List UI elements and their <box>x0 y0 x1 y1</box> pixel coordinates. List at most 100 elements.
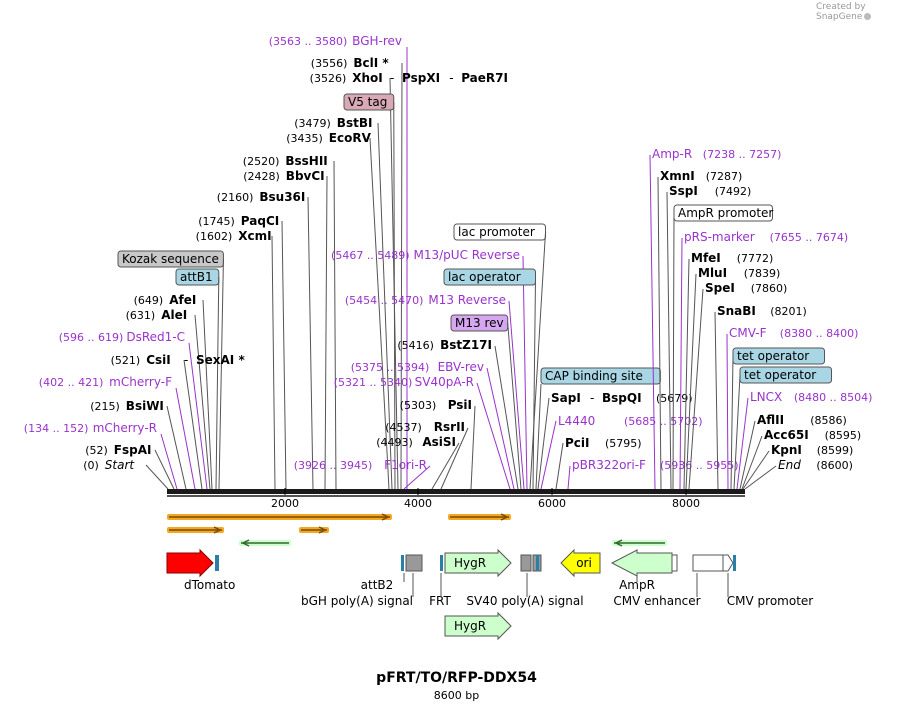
center-sapi-leader <box>537 397 550 490</box>
mid-m13-puc-reverse: M13/pUC Reverse <box>414 248 521 262</box>
ruler-label-6000: 6000 <box>538 497 566 510</box>
center-l4440-leader <box>540 420 557 490</box>
center-pbr322ori-f-pos: (5936 .. 5955) <box>660 459 739 472</box>
left-bstbi-pos: (3479) <box>294 117 331 130</box>
left-mcherry-r-pos: (134 .. 152) <box>24 422 89 435</box>
left-bstbi: BstBI <box>337 116 373 130</box>
right-acc65i-14: Acc65I <box>764 428 809 442</box>
right-tet-operator-10-leader <box>730 355 734 490</box>
mid-f1ori-r: F1ori-R <box>384 458 427 472</box>
left-mcherry-f-leader <box>175 387 196 490</box>
mid-ebv-rev-pos: (5375 .. 5394) <box>351 361 430 374</box>
right-sspi-2-pos: (7492) <box>715 185 752 198</box>
right-ampr-promoter-3-leader <box>672 212 675 490</box>
mid-m13-rev: M13 rev <box>455 316 504 330</box>
mid-lac-promoter: lac promoter <box>458 225 535 239</box>
dtomato-arrow <box>166 548 214 578</box>
mid-bstz17i-pos: (5416) <box>397 339 434 352</box>
left-csii-sep-0: - <box>184 353 188 367</box>
center-l4440: L4440 <box>558 414 595 428</box>
right-prs-marker-4-leader <box>679 237 683 490</box>
left-fspai-leader <box>154 449 175 490</box>
center-pbr322ori-f: pBR322ori-F <box>572 458 646 472</box>
right-end-16: End <box>778 458 801 472</box>
right-cmv-f-9: CMV-F <box>729 326 767 340</box>
sv40-mark <box>536 555 539 571</box>
mid-m13-puc-reverse-leader <box>522 255 528 490</box>
center-bspqi: BspQI <box>602 391 642 405</box>
mid-rsrii-leader <box>440 427 469 490</box>
feature-ori: ori <box>576 556 592 570</box>
left-bbvci-pos: (2428) <box>243 170 280 183</box>
center-pbr-leader <box>567 465 571 490</box>
orf-4-head <box>500 513 509 521</box>
left-bsshii-leader <box>333 160 337 490</box>
orf-1-head <box>381 513 390 521</box>
mid-asisi: AsiSI <box>422 435 456 449</box>
left-csii-leader <box>183 359 203 490</box>
mid-psii-pos: (5303) <box>400 399 437 412</box>
left-bsu36i-leader <box>307 196 314 490</box>
right-prs-marker-4: pRS-marker <box>684 230 755 244</box>
right-amp-r-0: Amp-R <box>652 147 692 161</box>
hygr-arrow-2 <box>444 611 512 641</box>
left-alei-pos: (631) <box>126 309 156 322</box>
attb1-mark <box>215 555 219 571</box>
left-ecorv-leader <box>369 137 390 490</box>
right-mlui-6-leader <box>685 273 697 490</box>
orf-green-2-head <box>614 539 623 547</box>
left-fspai: FspAI <box>114 443 152 457</box>
left-mcherry-r: mCherry-R <box>93 421 157 435</box>
left-xcmi: XcmI <box>238 229 271 243</box>
left-bsiwi: BsiWI <box>126 399 164 413</box>
right-spei-7-leader <box>688 288 704 490</box>
left-bgh-rev-pos: (3563 .. 3580) <box>269 35 348 48</box>
sv40-box-1 <box>520 554 532 572</box>
left-alei-leader <box>194 314 211 490</box>
left-ecorv: EcoRV <box>329 131 372 145</box>
orf-2-head <box>213 526 222 534</box>
left-paqci-pos: (1745) <box>198 215 235 228</box>
right-snabi-8: SnaBI <box>717 304 756 318</box>
right-mlui-6-pos: (7839) <box>744 267 781 280</box>
left-dsred1-c-pos: (596 .. 619) <box>59 331 124 344</box>
orf-3-head <box>318 526 327 534</box>
right-aflii-13: AflII <box>757 413 784 427</box>
left-start: Start <box>105 458 136 472</box>
right-amp-r-0-leader <box>649 154 656 490</box>
left-mcherry-r-leader <box>160 433 178 490</box>
left-csii: CsiI <box>146 353 171 367</box>
left-start-pos: (0) <box>83 459 99 472</box>
ruler-label-4000: 4000 <box>404 497 432 510</box>
right-kpni-15-leader <box>742 450 770 490</box>
left-start-leader <box>145 464 169 490</box>
feature-dtomato: dTomato <box>184 578 235 592</box>
left-kozak-sequence: Kozak sequence <box>122 252 219 266</box>
hygr-arrow-1 <box>444 548 512 578</box>
right-mlui-6: MluI <box>698 266 727 280</box>
bgh-box <box>405 554 423 572</box>
center-sapi-pos: (5679) <box>656 392 693 405</box>
right-spei-7: SpeI <box>705 281 735 295</box>
right-acc65i-14-pos: (8595) <box>825 429 862 442</box>
left-xcmi-pos: (1602) <box>196 230 233 243</box>
left-paqci: PaqCI <box>241 214 279 228</box>
center-pcii-leader <box>555 442 564 490</box>
center-cap-leader <box>535 383 542 490</box>
right-mfei-5-leader <box>683 258 690 490</box>
ampr-promoter <box>671 554 678 572</box>
mid-bstz17i: BstZ17I <box>440 338 492 352</box>
left-kozak-sequence-leader <box>218 258 224 490</box>
center-sapi: SapI <box>551 391 581 405</box>
right-spei-7-pos: (7860) <box>751 282 788 295</box>
left-bbvci-leader <box>324 175 328 490</box>
right-tet-operator-11-leader <box>733 374 741 490</box>
right-tet-operator-10: tet operator <box>737 349 809 363</box>
right-tet-operator-11: tet operator <box>744 368 816 382</box>
ampr-arrow <box>610 549 673 577</box>
mid-lac-operator-leader <box>532 276 537 490</box>
mid-lac-operator: lac operator <box>448 270 521 284</box>
feature-hygr-1: HygR <box>454 556 486 570</box>
left-csii-extra-0: SexAI * <box>196 353 245 367</box>
left-bcli--leader <box>400 62 403 490</box>
